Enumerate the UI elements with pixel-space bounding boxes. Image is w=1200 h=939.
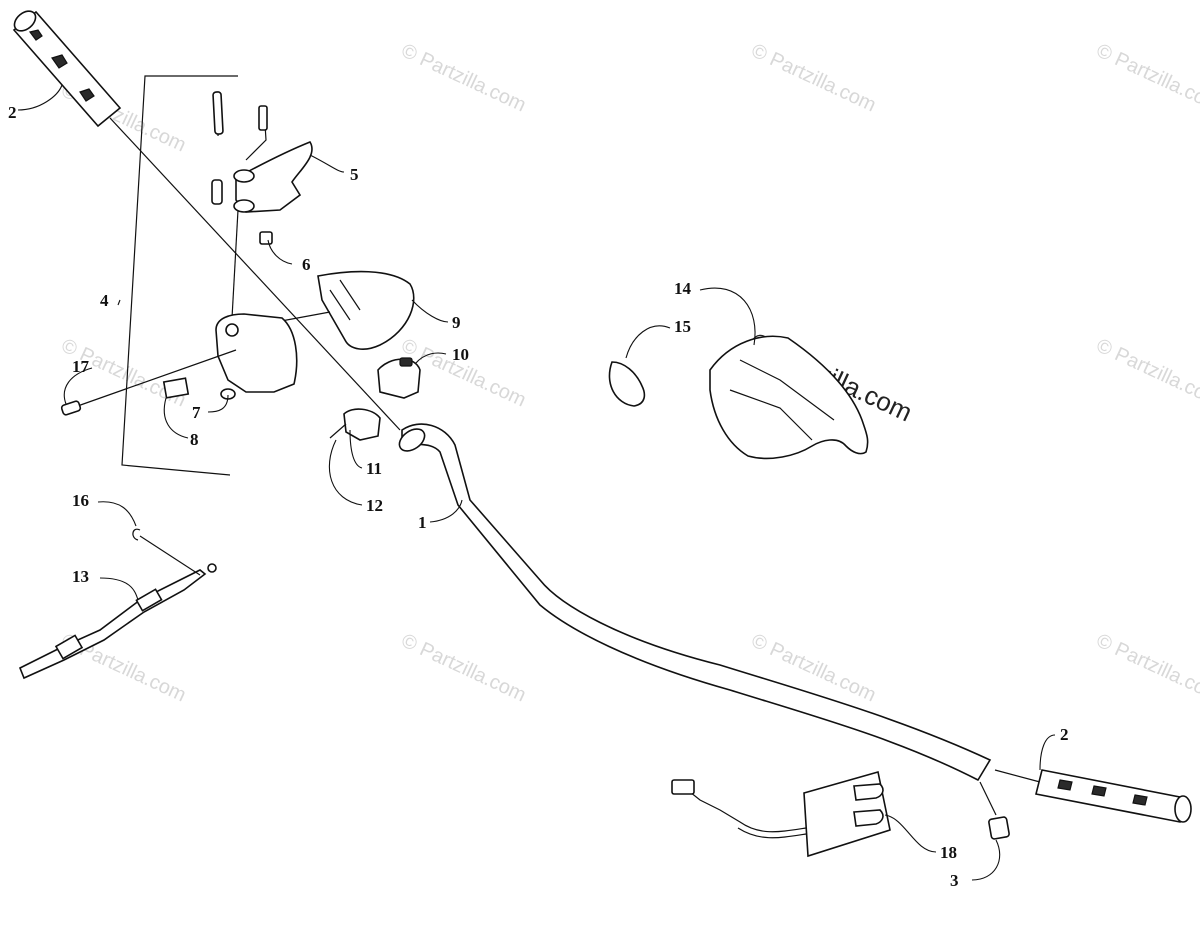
handlebar bbox=[398, 423, 992, 782]
watermark: © Partzilla.com bbox=[1093, 40, 1200, 117]
throttle-cable bbox=[18, 563, 217, 680]
hand-guard-14 bbox=[709, 335, 869, 460]
watermark: © Partzilla.com bbox=[1093, 630, 1200, 707]
callout-2: 2 bbox=[8, 103, 17, 122]
watermark: © Partzilla.com bbox=[748, 40, 879, 117]
switch-housing-cover bbox=[317, 270, 415, 350]
callout-6: 6 bbox=[302, 255, 311, 274]
callout-11: 11 bbox=[366, 459, 382, 478]
callout-18: 18 bbox=[940, 843, 957, 862]
callout-2-right: 2 bbox=[1060, 725, 1069, 744]
callout-8: 8 bbox=[190, 430, 199, 449]
left-grip bbox=[12, 10, 122, 128]
watermark: © Partzilla.com bbox=[1093, 335, 1200, 412]
grip-heater bbox=[671, 770, 891, 858]
watermark: © Partzilla.com bbox=[398, 630, 529, 707]
callout-5: 5 bbox=[350, 165, 359, 184]
clip-16 bbox=[132, 528, 141, 541]
callout-12: 12 bbox=[366, 496, 383, 515]
handlebar-axis-line bbox=[109, 117, 401, 431]
callout-10: 10 bbox=[452, 345, 469, 364]
retaining-ring-15 bbox=[608, 361, 646, 407]
screw-17 bbox=[60, 349, 237, 416]
callout-1: 1 bbox=[418, 513, 427, 532]
callout-labels: 2 5 6 4 9 10 17 7 8 11 12 1 16 13 14 15 … bbox=[8, 103, 1069, 890]
control-housing bbox=[162, 313, 298, 400]
brake-lever bbox=[211, 91, 313, 213]
clip-part bbox=[259, 231, 273, 245]
callout-4: 4 bbox=[100, 291, 109, 310]
switch-part-11 bbox=[329, 408, 381, 441]
callout-7: 7 bbox=[192, 403, 201, 422]
callout-13: 13 bbox=[72, 567, 89, 586]
switch-part-10 bbox=[377, 357, 421, 399]
callout-15: 15 bbox=[674, 317, 691, 336]
leader-lines bbox=[17, 84, 1056, 881]
callout-14: 14 bbox=[674, 279, 692, 298]
watermark: © Partzilla.com bbox=[398, 40, 529, 117]
callout-16: 16 bbox=[72, 491, 89, 510]
right-grip bbox=[1035, 769, 1192, 823]
callout-9: 9 bbox=[452, 313, 461, 332]
assembly-bracket bbox=[121, 75, 238, 476]
end-cap-3 bbox=[988, 816, 1010, 840]
callout-3: 3 bbox=[950, 871, 959, 890]
callout-17: 17 bbox=[72, 357, 90, 376]
